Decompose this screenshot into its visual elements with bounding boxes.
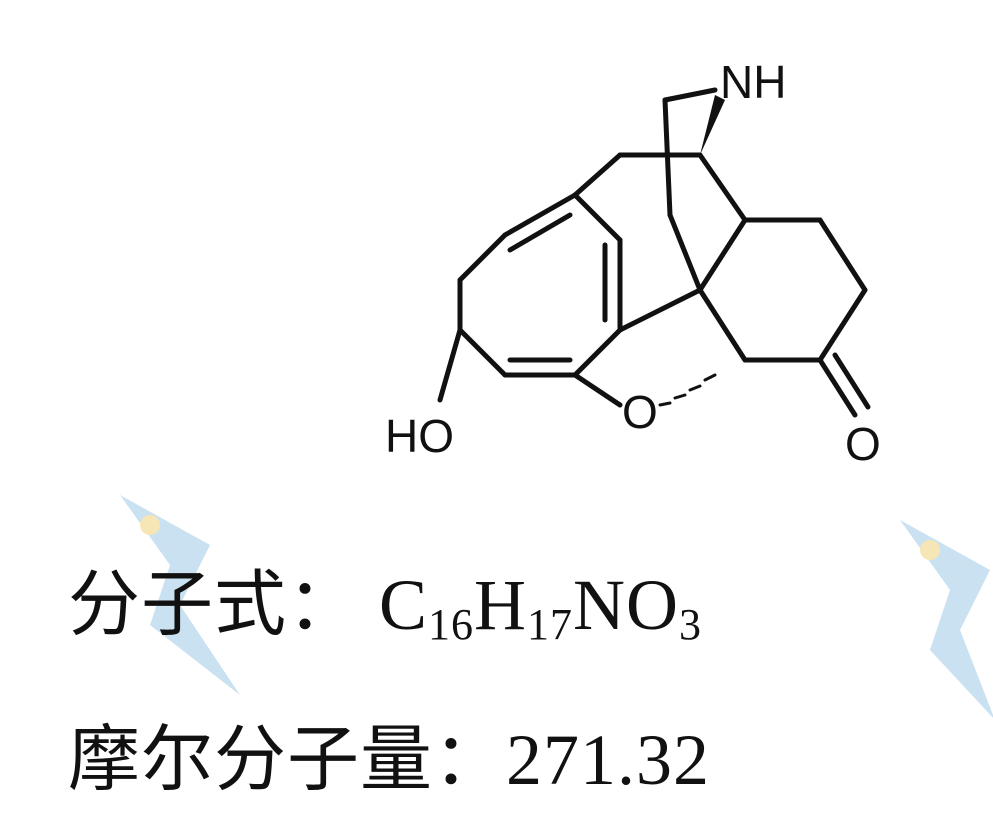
ether-bridge [437, 327, 717, 408]
hydroxyl-label: HO [385, 410, 454, 462]
ketone-ring [697, 217, 871, 418]
formula-element: H [474, 565, 528, 645]
formula-element: N [573, 565, 627, 645]
formula-element: C [379, 565, 429, 645]
formula-subscript: 3 [679, 600, 703, 649]
chemical-structure: NH HO O O [385, 56, 881, 470]
bridge-rings [572, 87, 748, 333]
watermark-logo [900, 520, 993, 718]
formula-label: 分子式： [68, 565, 361, 645]
mw-label: 摩尔分子量： [68, 720, 507, 800]
formula-subscript: 17 [527, 600, 574, 649]
aromatic-ring [457, 192, 623, 378]
molecular-formula: 分子式： C16H17NO3 [68, 545, 702, 650]
amine-label: NH [720, 56, 786, 108]
formula-subscript: 16 [428, 600, 475, 649]
formula-value: C16H17NO3 [360, 565, 702, 647]
watermark-logo [120, 495, 240, 695]
molecular-weight: 摩尔分子量：271.32 [68, 700, 710, 805]
mw-value: 271.32 [506, 720, 711, 800]
formula-element: O [626, 565, 680, 645]
carbonyl-oxygen-label: O [845, 418, 881, 470]
ring-oxygen-label: O [622, 386, 658, 438]
